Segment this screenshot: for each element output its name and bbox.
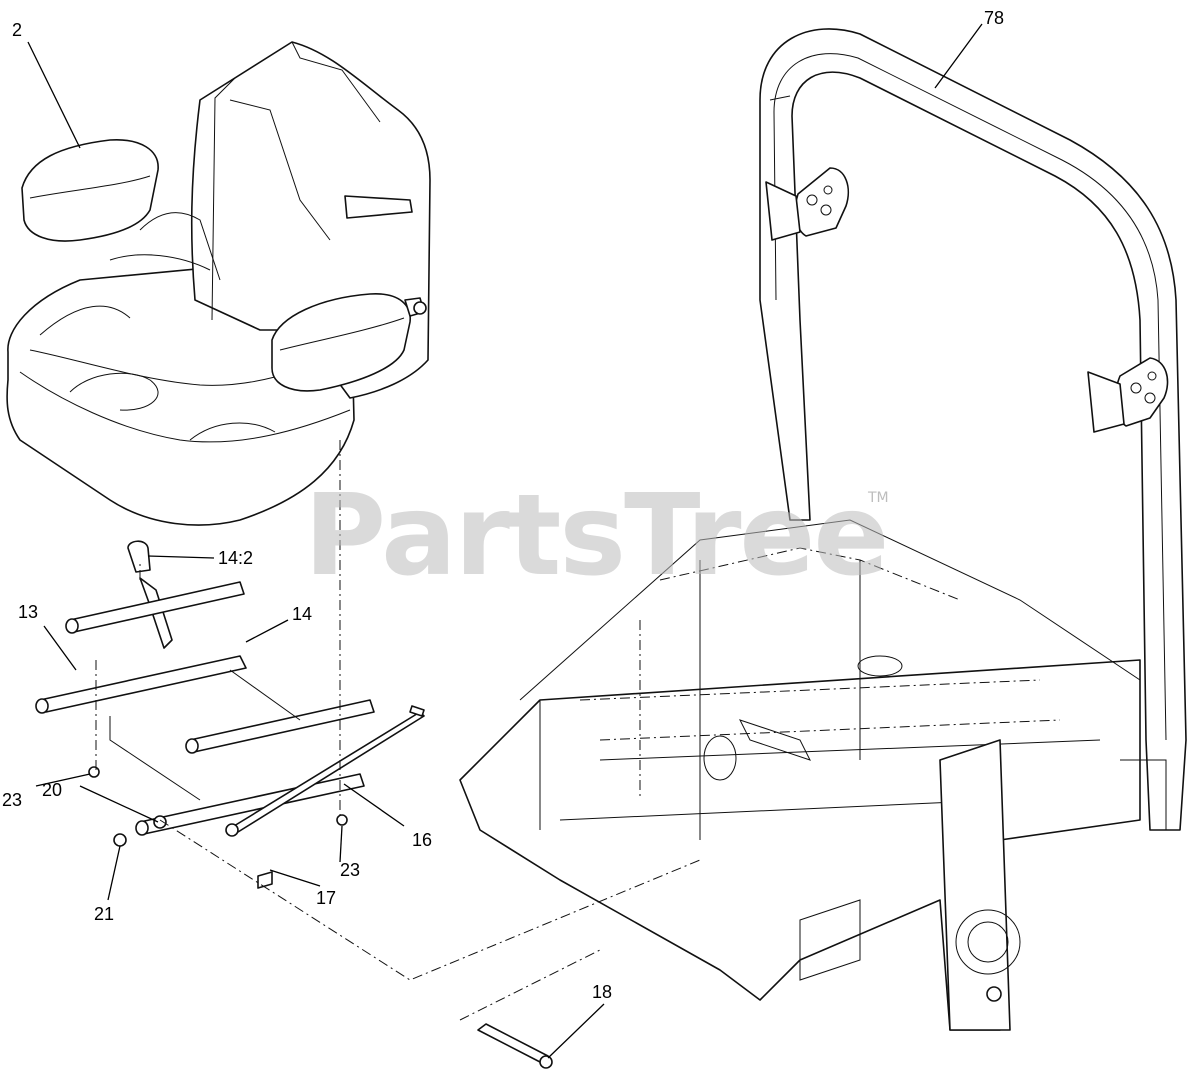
watermark-trademark: TM <box>867 490 889 506</box>
callout-23-right: 23 <box>340 860 360 880</box>
watermark: PartsTree TM <box>304 471 889 601</box>
callout-2: 2 <box>12 20 22 40</box>
leader-lines <box>27 23 983 1059</box>
seat-mount-parts <box>35 540 553 1069</box>
callout-labels: 2 78 14:2 13 14 23 20 16 23 17 21 18 <box>2 8 1004 1002</box>
callout-18: 18 <box>592 982 612 1002</box>
callout-16: 16 <box>412 830 432 850</box>
chassis-frame <box>459 519 1167 1031</box>
seat-assembly <box>6 41 431 526</box>
callout-14-2: 14:2 <box>218 548 253 568</box>
callout-14: 14 <box>292 604 312 624</box>
assembly-centerlines <box>95 440 701 1021</box>
callout-21: 21 <box>94 904 114 924</box>
callout-20: 20 <box>42 780 62 800</box>
callout-17: 17 <box>316 888 336 908</box>
callout-13: 13 <box>18 602 38 622</box>
roll-bar <box>759 28 1187 831</box>
watermark-text: PartsTree <box>304 471 887 601</box>
callout-78: 78 <box>984 8 1004 28</box>
callout-23-left: 23 <box>2 790 22 810</box>
